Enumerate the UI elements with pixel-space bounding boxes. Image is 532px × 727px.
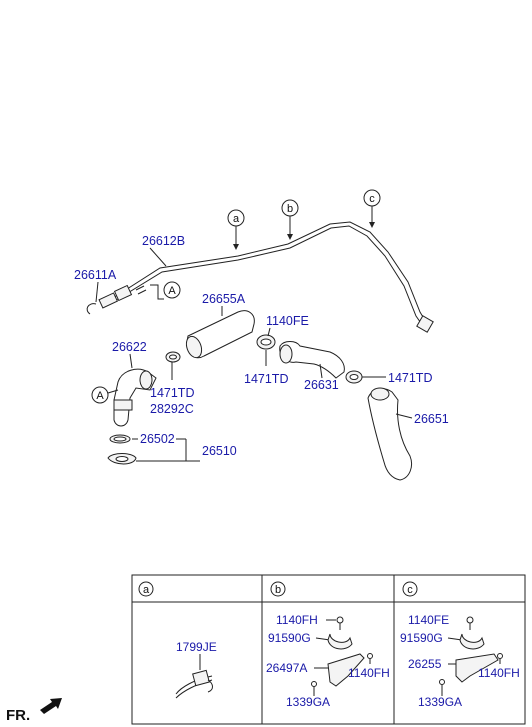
breather-hose-26612B: [112, 221, 434, 333]
detail-table: [131, 574, 526, 725]
callout-arrows: [233, 206, 375, 250]
label-26510: 26510: [202, 444, 237, 458]
clamp-1471TD-right: [345, 370, 363, 384]
table-header-c: c: [402, 581, 418, 597]
label-1140FE: 1140FE: [266, 314, 309, 328]
svg-text:1140FH: 1140FH: [478, 666, 520, 680]
svg-text:1339GA: 1339GA: [418, 695, 462, 709]
callout-A-lower: A: [91, 386, 119, 404]
svg-text:c: c: [369, 193, 375, 205]
hose-26651: [367, 387, 413, 481]
svg-text:91590G: 91590G: [400, 631, 443, 645]
svg-text:a: a: [143, 584, 150, 596]
hose-26631: [279, 341, 345, 379]
svg-text:FR.: FR.: [6, 707, 30, 724]
front-arrow-icon: [40, 698, 62, 714]
front-direction-marker: FR.: [6, 698, 62, 724]
table-header-b: b: [270, 581, 286, 597]
label-1471TD-left: 1471TD: [150, 386, 194, 400]
svg-text:26255: 26255: [408, 657, 442, 671]
bracket-assembly-c: 1140FE 91590G 26255 1140FH 1339GA: [400, 613, 520, 709]
hose-end-connector-26611A: [86, 284, 164, 315]
callout-c: c: [363, 189, 381, 207]
callout-b: b: [281, 199, 299, 217]
label-26612B: 26612B: [142, 234, 185, 248]
svg-text:1140FE: 1140FE: [408, 613, 449, 627]
label-26611A: 26611A: [74, 268, 117, 282]
elbow-fitting-26622: [113, 368, 157, 427]
callout-a: a: [227, 209, 245, 227]
svg-text:91590G: 91590G: [268, 631, 311, 645]
svg-text:1799JE: 1799JE: [176, 640, 217, 654]
svg-text:1140FH: 1140FH: [348, 666, 390, 680]
svg-text:26497A: 26497A: [266, 661, 307, 675]
svg-text:1140FH: 1140FH: [276, 613, 318, 627]
clamp-1471TD-left: [165, 351, 181, 363]
svg-text:b: b: [275, 584, 281, 596]
label-1471TD-right: 1471TD: [388, 371, 432, 385]
svg-text:A: A: [96, 390, 104, 402]
gasket-26502: [109, 434, 131, 444]
clamp-1140FE: [256, 334, 276, 350]
table-header-a: a: [138, 581, 154, 597]
svg-text:c: c: [407, 584, 413, 596]
label-26655A: 26655A: [202, 292, 246, 306]
svg-text:a: a: [233, 213, 240, 225]
svg-text:A: A: [168, 285, 176, 297]
svg-text:1339GA: 1339GA: [286, 695, 330, 709]
svg-text:b: b: [287, 203, 293, 215]
bracket-assembly-b: 1140FH 91590G 26497A 1140FH 1339GA: [266, 613, 390, 709]
label-1471TD-mid: 1471TD: [244, 372, 288, 386]
label-26502: 26502: [140, 432, 175, 446]
cover-26510: [107, 453, 137, 465]
label-26631: 26631: [304, 378, 339, 392]
hose-26655A: [185, 310, 255, 359]
leader-lines: [95, 247, 413, 462]
label-26651: 26651: [414, 412, 449, 426]
label-26622: 26622: [112, 340, 147, 354]
callout-A-upper: A: [163, 281, 181, 299]
cable-tie-1799JE: 1799JE: [175, 640, 217, 699]
label-28292C: 28292C: [150, 402, 194, 416]
